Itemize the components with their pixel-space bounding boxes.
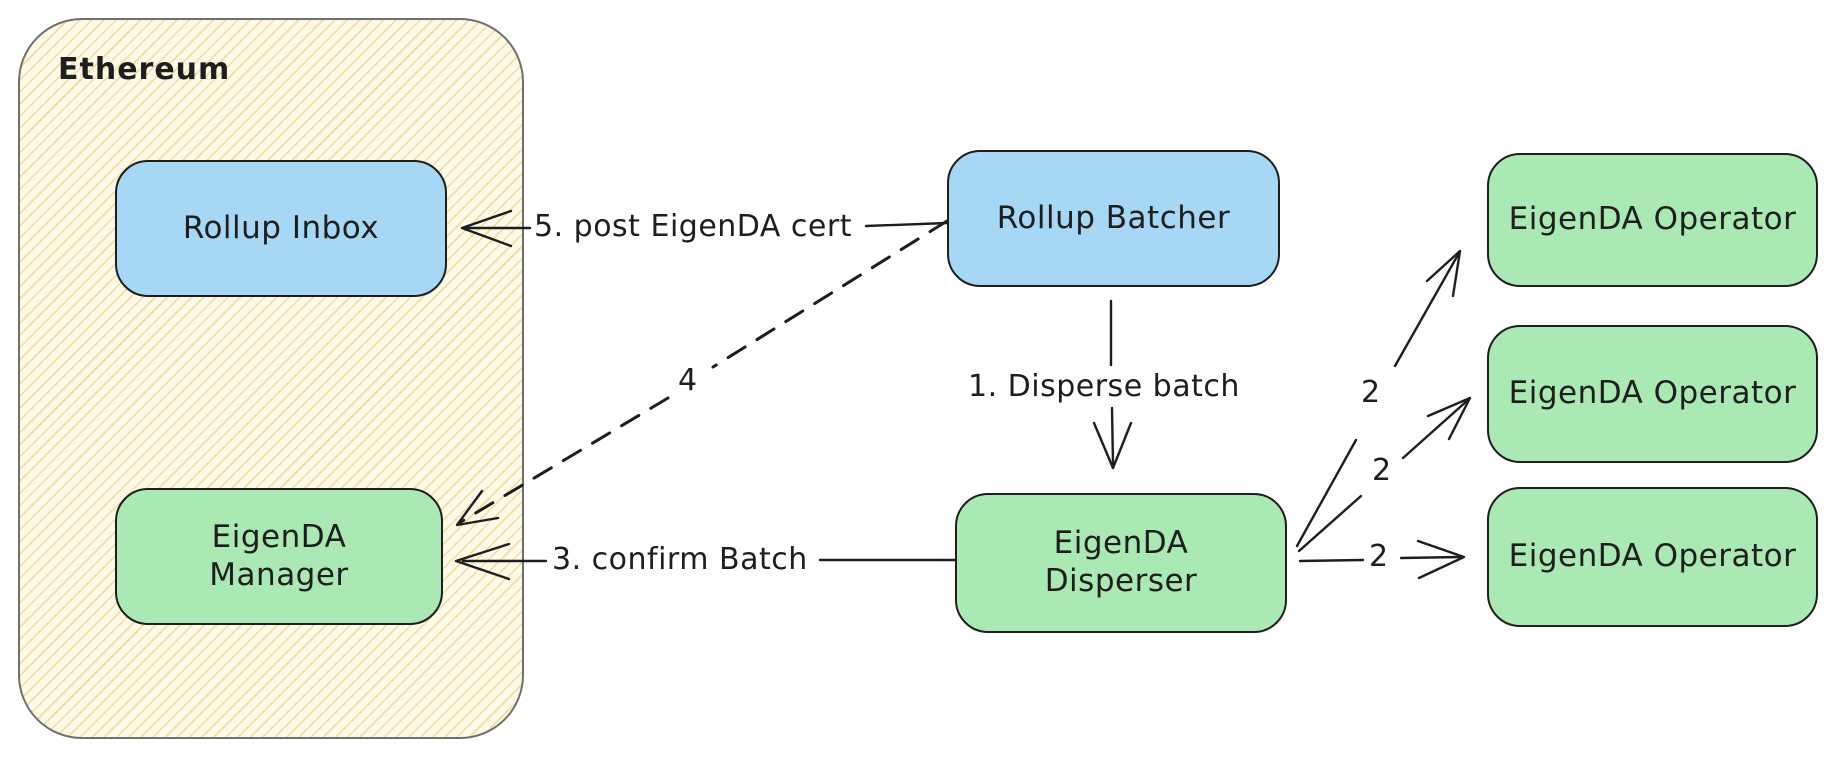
node-eigenda-operator-middle-label: EigenDA Operator — [1508, 375, 1797, 412]
edge-post-cert-return-dashed — [455, 219, 949, 527]
edge-label-confirm-batch: 3. confirm Batch — [552, 542, 808, 577]
node-eigenda-operator-bottom: EigenDA Operator — [1487, 487, 1818, 627]
edge-label-chunks-top: 2 — [1361, 375, 1381, 410]
node-eigenda-operator-bottom-label: EigenDA Operator — [1508, 538, 1797, 575]
edge-label-post-cert: 5. post EigenDA cert — [534, 209, 852, 244]
node-rollup-batcher-label: Rollup Batcher — [996, 199, 1231, 236]
node-eigenda-manager-label: EigenDA Manager — [209, 518, 349, 593]
node-eigenda-operator-top: EigenDA Operator — [1487, 153, 1818, 287]
node-eigenda-operator-middle: EigenDA Operator — [1487, 325, 1818, 463]
node-eigenda-disperser-label: EigenDA Disperser — [1044, 525, 1198, 599]
node-rollup-inbox: Rollup Inbox — [115, 160, 447, 297]
edge-label-post-cert-return: 4 — [678, 363, 698, 398]
edge-label-chunks-bottom: 2 — [1369, 539, 1389, 574]
node-eigenda-operator-top-label: EigenDA Operator — [1508, 201, 1797, 238]
ethereum-container-label: Ethereum — [58, 52, 231, 87]
node-rollup-batcher: Rollup Batcher — [947, 150, 1280, 287]
node-eigenda-disperser: EigenDA Disperser — [955, 493, 1287, 633]
node-eigenda-manager: EigenDA Manager — [115, 488, 443, 625]
edge-label-disperse-batch: 1. Disperse batch — [968, 369, 1240, 404]
ethereum-container: Ethereum — [18, 18, 524, 739]
edge-label-chunks-middle: 2 — [1372, 453, 1392, 488]
node-rollup-inbox-label: Rollup Inbox — [182, 209, 380, 246]
